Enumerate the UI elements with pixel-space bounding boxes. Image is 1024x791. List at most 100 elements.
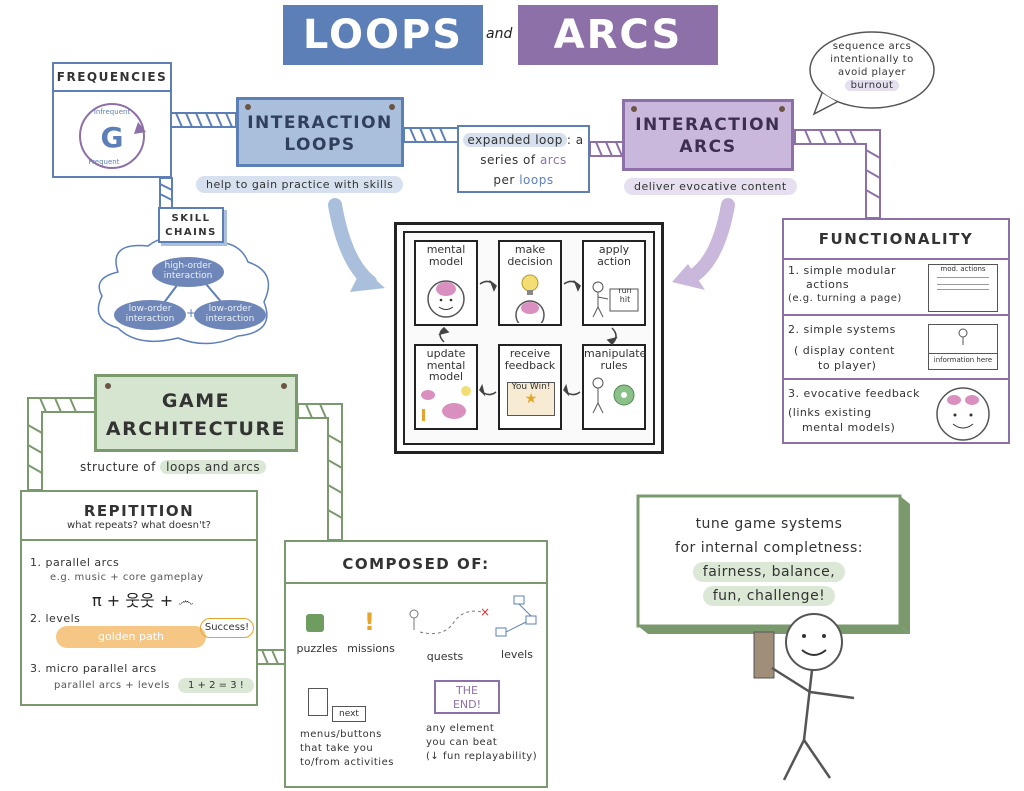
repetition-box: REPITITION what repeats? what doesn't? 1… [20,490,258,706]
frequent-label: Frequent [89,158,120,166]
quest-x-mark: × [480,605,490,619]
composed-of-box: COMPOSED OF: puzzles ! missions × quests… [284,540,548,788]
cell-update-model: update mental model [414,344,478,430]
cell-mental-model-label: mental model [426,243,466,268]
func-3-line3: mental models) [802,421,896,434]
pin-icon [389,104,395,110]
tune-sign: tune game systems for internal completne… [640,512,898,608]
skill-chains-plus: + [186,306,197,320]
rep-item1-num: 1. [30,556,42,569]
menus-line2: that take you [300,743,374,754]
func-2-line1: simple systems [803,323,896,336]
cell-manipulate-rules: manipulate rules [582,344,646,430]
smiling-face-brains-icon [936,387,990,441]
you-win-card: You Win! ★ [507,382,555,416]
menus-line1: menus/buttons [300,729,382,740]
expanded-loop-line1: : a [566,133,584,147]
rep-symbols: π + 웃웃 + ෴ [92,591,194,610]
rep-item3-num: 3. [30,662,42,675]
expanded-loop-arcs: arcs [539,153,567,167]
func-2-line2: ( display content [794,344,895,357]
functionality-title: FUNCTIONALITY [818,230,974,248]
the-end-card: THE END! [434,680,500,714]
cell-receive-feedback-label: receive feedback [504,347,556,372]
func-1-line3: (e.g. turning a page) [788,293,902,304]
func-1-num: 1. [788,264,800,277]
bubble-line2: intentionally to [830,54,914,65]
rep-item2: levels [45,612,81,625]
menus-text: menus/buttons that take you to/from acti… [300,728,394,770]
tune-line3: fairness, balance, [692,562,846,582]
tune-line2: for internal completness: [675,540,863,556]
func-1-thumb-label: mod. actions [940,265,986,273]
the-end-line2: END! [452,698,482,711]
pin-icon [105,383,111,389]
quests-label: quests [426,650,464,663]
functionality-item-3: 3. evocative feedback (links existing me… [784,378,1008,444]
pin-icon [245,104,251,110]
cell-receive-feedback: receive feedback You Win! ★ [498,344,562,430]
run-hit-text: run hit [618,286,632,304]
you-win-text: You Win! [511,382,551,392]
func-3-line2: (links existing [788,406,872,419]
rep-item1: parallel arcs [45,556,120,569]
menu-icon [308,688,328,716]
expanded-loop-line2a: series of [480,153,536,167]
levels-label: levels [501,648,533,661]
frequency-cycle-icon: G Infrequent Frequent [79,103,146,169]
expanded-loop-loops: loops [519,173,554,187]
infrequent-label: Infrequent [94,108,131,116]
lightbulb-brain-icon [515,274,545,330]
game-arch-title-1: GAME [161,390,231,412]
title-loops-text: LOOPS [302,12,464,58]
skill-chains-title-1: SKILL [171,213,211,224]
interaction-arcs-title-1: INTERACTION [635,115,781,135]
cell-apply-action: apply action run hit [582,240,646,326]
title-arcs: ARCS [518,5,718,65]
title-arcs-text: ARCS [553,12,683,58]
thumb-stick-figure-icon [958,328,968,345]
game-arch-title-2: ARCHITECTURE [105,418,287,440]
rep-equation: 1 + 2 = 3 ! [178,678,254,693]
expanded-loop-line3a: per [493,173,515,187]
low-order-node-left: low-order interaction [114,300,186,330]
title-loops: LOOPS [283,5,483,65]
func-1-line2: actions [806,278,850,291]
beat-text: any element you can beat (↓ fun replayab… [426,722,537,764]
star-icon: ★ [524,391,538,408]
frequencies-title: FREQUENCIES [54,64,170,92]
quest-path-icon: × [409,605,490,635]
skill-chains-cloud [97,236,270,345]
interaction-loops-title-2: LOOPS [284,135,356,155]
high-order-node: high-order interaction [152,257,224,287]
func-3-line1: evocative feedback [803,387,920,400]
game-arch-caption-b: loops and arcs [160,460,267,474]
skill-chains-title-2: CHAINS [165,227,217,238]
pin-icon [779,106,785,112]
func-2-line3: to player) [818,359,877,372]
interaction-loops-caption: help to gain practice with skills [196,176,404,193]
tune-line4: fun, challenge! [702,586,836,606]
game-arch-caption: structure of loops and arcs [80,460,267,474]
cell-make-decision-label: make decision [507,243,553,268]
cell-update-model-label: update mental model [426,347,466,384]
title-and: and [486,26,513,42]
speech-bubble-shape [809,31,935,116]
interaction-arcs-title-2: ARCS [679,137,737,157]
frequencies-box: FREQUENCIES G Infrequent Frequent [52,62,172,178]
game-arch-caption-a: structure of [80,460,156,474]
next-button-icon: next [332,706,366,722]
func-2-thumb-label: information here [929,353,997,364]
pin-icon [281,383,287,389]
rep-item3: micro parallel arcs [45,662,157,675]
functionality-box: FUNCTIONALITY 1. simple modular actions … [782,218,1010,444]
stick-figure-gear-icon [592,377,635,414]
functionality-item-1: 1. simple modular actions (e.g. turning … [784,258,1008,316]
func-2-num: 2. [788,323,800,336]
interaction-loops-card: INTERACTION LOOPS [236,97,404,167]
interaction-arcs-caption: deliver evocative content [624,178,797,195]
beat-line1: any element [426,723,495,734]
expanded-loop-box: expanded loop: a series of arcs per loop… [457,125,590,193]
rep-item3-sub: parallel arcs + levels [54,680,170,691]
stick-figure-icon [592,281,639,318]
